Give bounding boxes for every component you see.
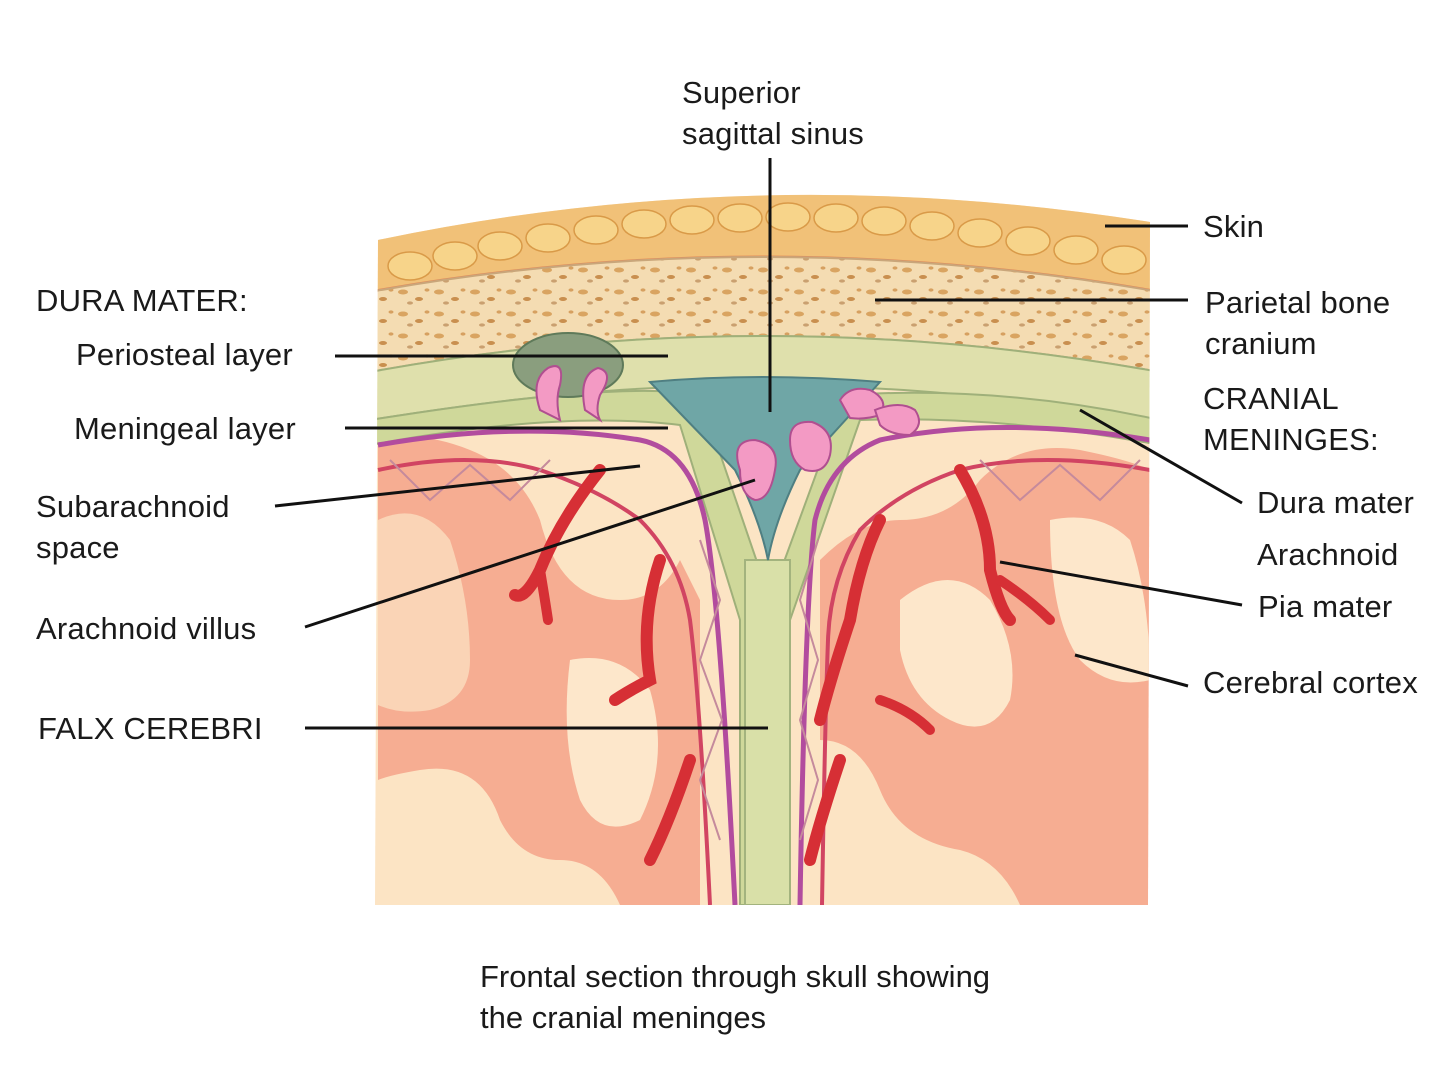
cortex-right-inner xyxy=(900,580,1013,727)
label-meningeal-layer: Meningeal layer xyxy=(74,411,296,446)
arachnoid-left xyxy=(377,428,738,906)
leader-lines xyxy=(274,158,1243,730)
cortex-left-gyrus xyxy=(566,658,658,827)
label-skin: Skin xyxy=(1203,209,1265,244)
cortex-right-gyrus xyxy=(1050,517,1150,683)
label-cranial-meninges-line2: MENINGES: xyxy=(1203,422,1379,457)
label-superior-sagittal-sinus: Superior sagittal sinus xyxy=(682,72,864,154)
figure-caption-line2: the cranial meninges xyxy=(480,1000,767,1035)
label-subarachnoid-space-line2: space xyxy=(36,530,120,565)
leader-dura-mater xyxy=(1079,408,1243,505)
arachnoid-trabeculae xyxy=(389,459,1141,841)
label-dura-mater: Dura mater xyxy=(1257,485,1415,520)
arachnoid-villi xyxy=(535,365,920,502)
pia-right xyxy=(820,458,1150,906)
tissue-block xyxy=(375,194,1150,906)
label-arachnoid-villus: Arachnoid villus xyxy=(36,611,257,646)
label-dura-mater-heading: DURA MATER: xyxy=(36,283,248,318)
label-parietal-bone-line2: cranium xyxy=(1205,326,1317,361)
label-arachnoid: Arachnoid xyxy=(1257,537,1399,572)
label-cranial-meninges-heading: CRANIAL MENINGES: xyxy=(1203,378,1379,460)
cortex-left-inner xyxy=(378,513,470,712)
label-superior-sagittal-sinus-line2: sagittal sinus xyxy=(682,116,865,151)
leader-arachnoid-villus xyxy=(304,478,756,629)
label-falx-cerebri: FALX CEREBRI xyxy=(38,711,263,746)
cortical-vessels xyxy=(509,464,1055,866)
label-subarachnoid-space-line1: Subarachnoid xyxy=(36,489,230,524)
label-superior-sagittal-sinus-line1: Superior xyxy=(682,75,801,110)
label-periosteal-layer: Periosteal layer xyxy=(76,337,293,372)
arachnoid-right xyxy=(797,425,1150,906)
figure-caption: Frontal section through skull showing th… xyxy=(480,956,990,1038)
skin-fat-lobules xyxy=(387,202,1147,281)
label-cranial-meninges-line1: CRANIAL xyxy=(1203,381,1339,416)
leader-pia-mater xyxy=(999,560,1243,607)
leader-cerebral-cortex xyxy=(1074,653,1189,688)
label-cerebral-cortex: Cerebral cortex xyxy=(1203,665,1418,700)
label-parietal-bone: Parietal bone cranium xyxy=(1205,282,1390,364)
label-pia-mater: Pia mater xyxy=(1258,589,1393,624)
lacuna-lateralis xyxy=(512,332,624,398)
label-parietal-bone-line1: Parietal bone xyxy=(1205,285,1391,320)
falx-cerebri xyxy=(744,559,791,906)
leader-subarachnoid-space xyxy=(274,464,641,508)
label-subarachnoid-space: Subarachnoid space xyxy=(36,486,230,568)
figure-caption-line1: Frontal section through skull showing xyxy=(480,959,991,994)
pia-left xyxy=(377,458,712,906)
